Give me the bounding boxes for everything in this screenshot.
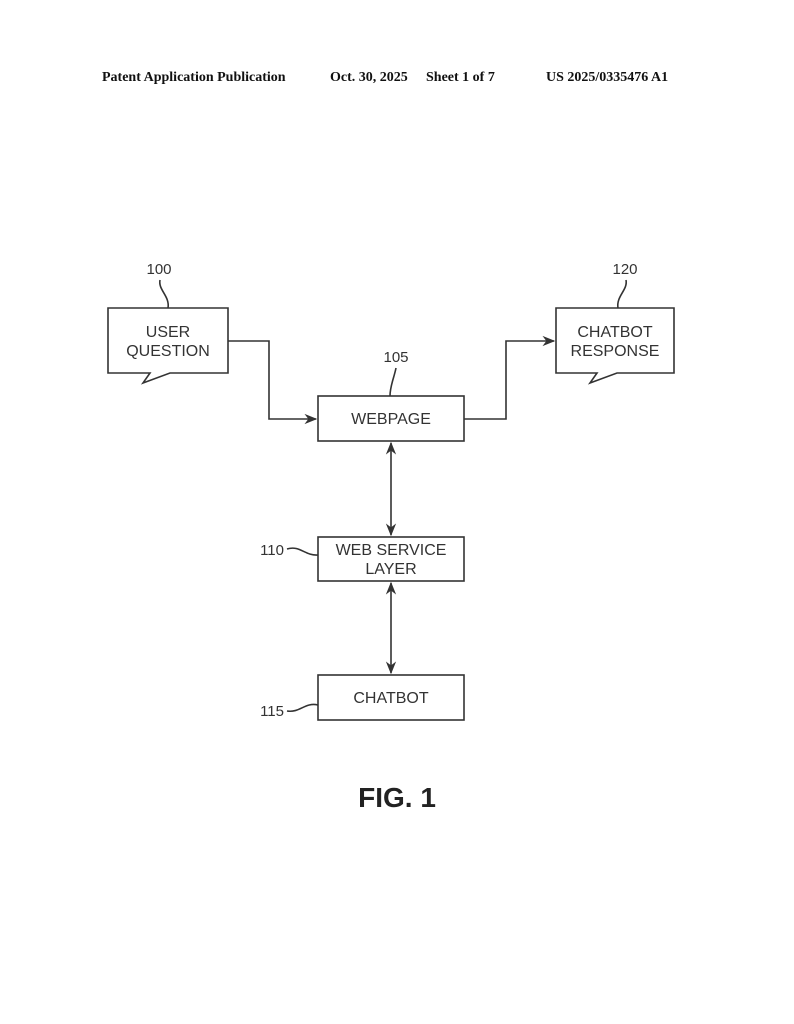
header-sheet: Sheet 1 of 7 bbox=[426, 70, 495, 85]
leader-115 bbox=[286, 703, 319, 712]
header-patent-number: US 2025/0335476 A1 bbox=[546, 70, 669, 85]
chatbot-response-label-2: RESPONSE bbox=[571, 343, 660, 360]
webpage-box bbox=[317, 395, 465, 442]
web-service-layer-box bbox=[317, 536, 465, 582]
edge-webpage-to-chatbot-response bbox=[464, 335, 556, 420]
web-service-layer-label-1: WEB SERVICE bbox=[336, 542, 447, 559]
header-date: Oct. 30, 2025 bbox=[330, 70, 408, 85]
chatbot-response-label-1: CHATBOT bbox=[577, 324, 652, 341]
chatbot-response-bubble bbox=[555, 307, 675, 385]
chatbot-label: CHATBOT bbox=[353, 690, 428, 707]
user-question-label-1: USER bbox=[146, 324, 190, 341]
webpage-label: WEBPAGE bbox=[351, 411, 431, 428]
figure-caption: FIG. 1 bbox=[358, 782, 436, 813]
header-publication: Patent Application Publication bbox=[102, 70, 286, 85]
ref-105: 105 bbox=[383, 349, 408, 366]
leader-110 bbox=[286, 547, 319, 556]
chatbot-box bbox=[317, 674, 465, 721]
ref-120: 120 bbox=[612, 261, 637, 278]
web-service-layer-label-2: LAYER bbox=[365, 561, 416, 578]
user-question-bubble bbox=[107, 307, 229, 385]
ref-115: 115 bbox=[260, 703, 284, 720]
edge-user-question-to-webpage bbox=[228, 340, 318, 425]
user-question-label-2: QUESTION bbox=[126, 343, 210, 360]
ref-100: 100 bbox=[146, 261, 171, 278]
leader-100 bbox=[159, 279, 169, 309]
ref-110: 110 bbox=[260, 542, 284, 559]
leader-120 bbox=[617, 279, 627, 309]
leader-105 bbox=[389, 367, 397, 397]
